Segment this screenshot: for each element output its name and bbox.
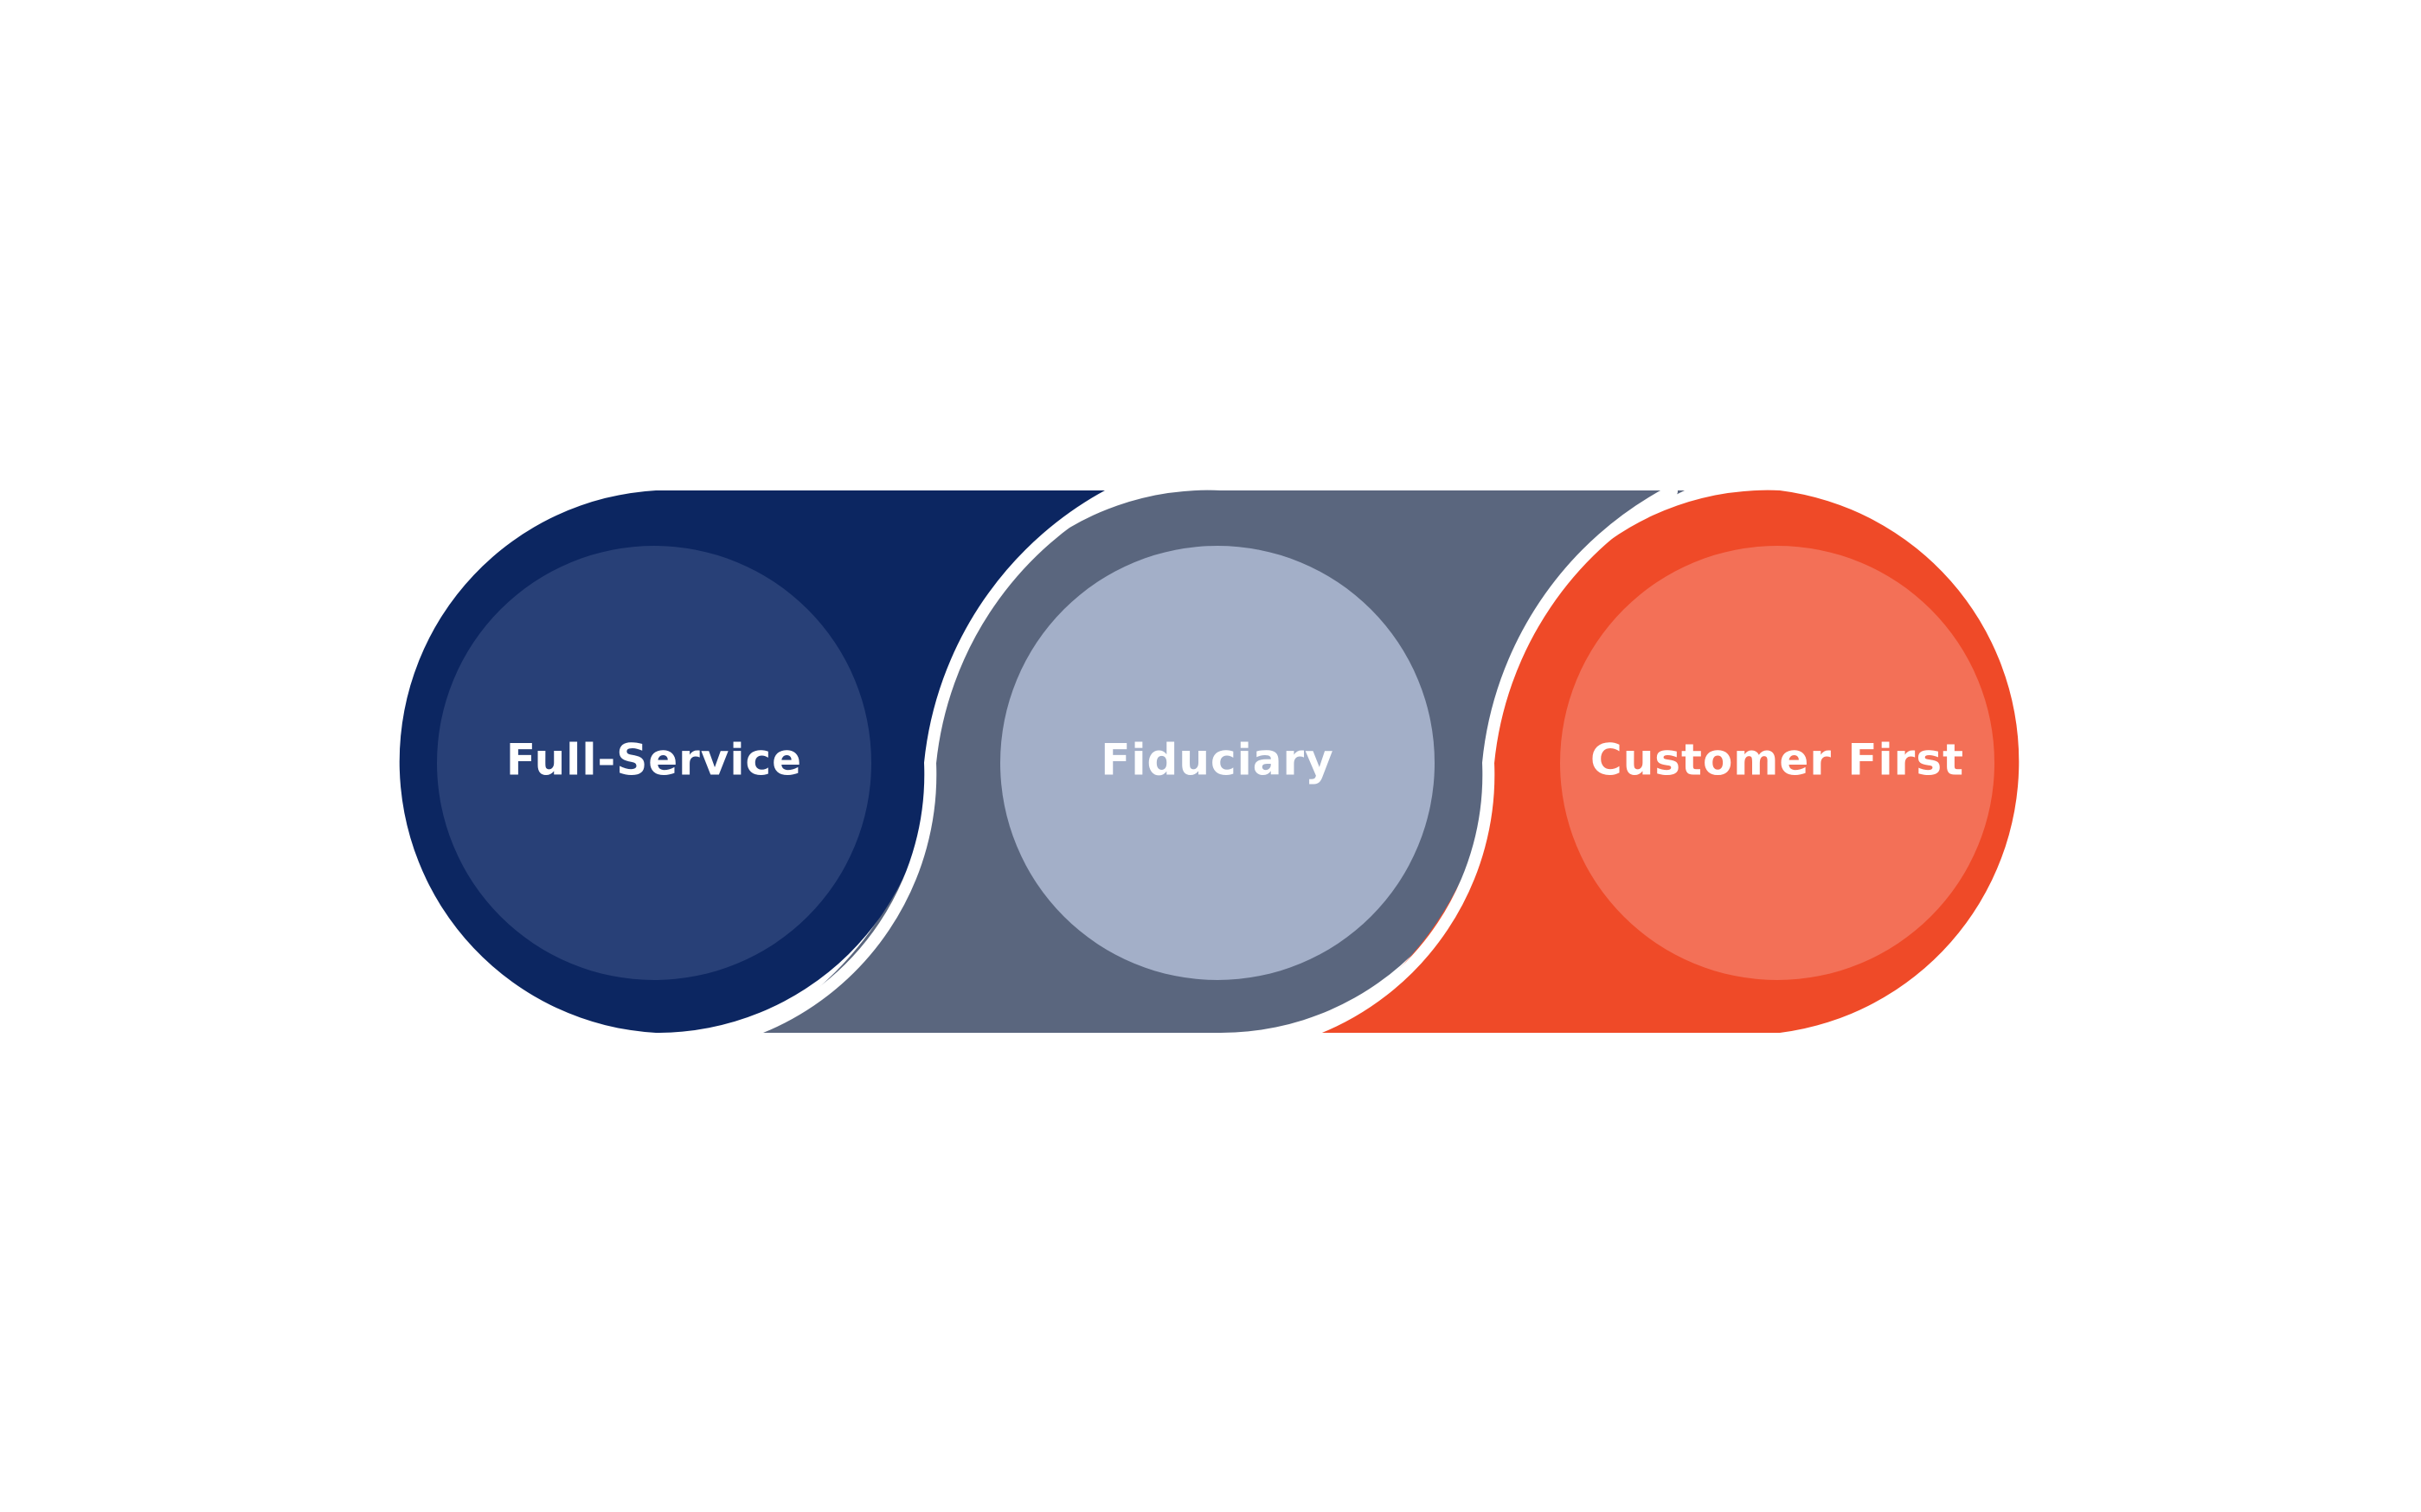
segment-full-service-label: Full-Service — [506, 735, 802, 785]
segment-fiduciary-label: Fiduciary — [1101, 735, 1333, 785]
segment-full-service-inner — [437, 546, 871, 980]
segment-customer-first-inner — [1560, 546, 1994, 980]
segment-full-service: Full-Service — [399, 490, 1116, 1034]
separator-1 — [745, 485, 1122, 1037]
segment-customer-first: Customer First — [1315, 490, 2020, 1033]
segment-customer-first-label: Customer First — [1590, 735, 1964, 785]
separator-2 — [1304, 485, 1678, 1037]
segment-fiduciary-inner — [1000, 546, 1435, 980]
segment-fiduciary: Fiduciary — [754, 490, 1685, 1034]
